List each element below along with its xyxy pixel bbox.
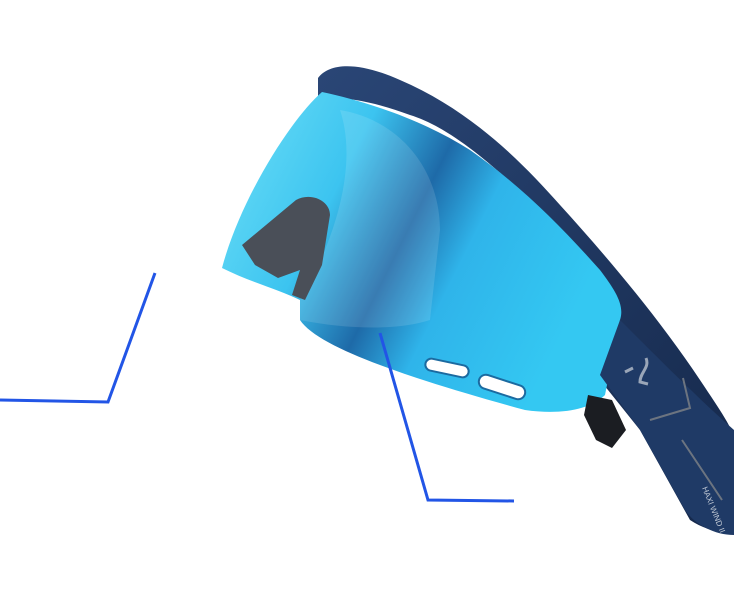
callout-line-left xyxy=(0,272,157,404)
temple-arm xyxy=(600,320,734,535)
temple-accent xyxy=(649,377,692,421)
lens-vent xyxy=(424,357,470,379)
logo-mark xyxy=(624,357,649,386)
lens-vent xyxy=(477,373,527,401)
callout-line-lens xyxy=(378,332,515,503)
nose-pad xyxy=(242,196,330,300)
lens xyxy=(222,92,622,412)
temple-pad xyxy=(584,395,626,448)
lens-highlight xyxy=(300,110,440,328)
temple-accent xyxy=(681,439,723,501)
